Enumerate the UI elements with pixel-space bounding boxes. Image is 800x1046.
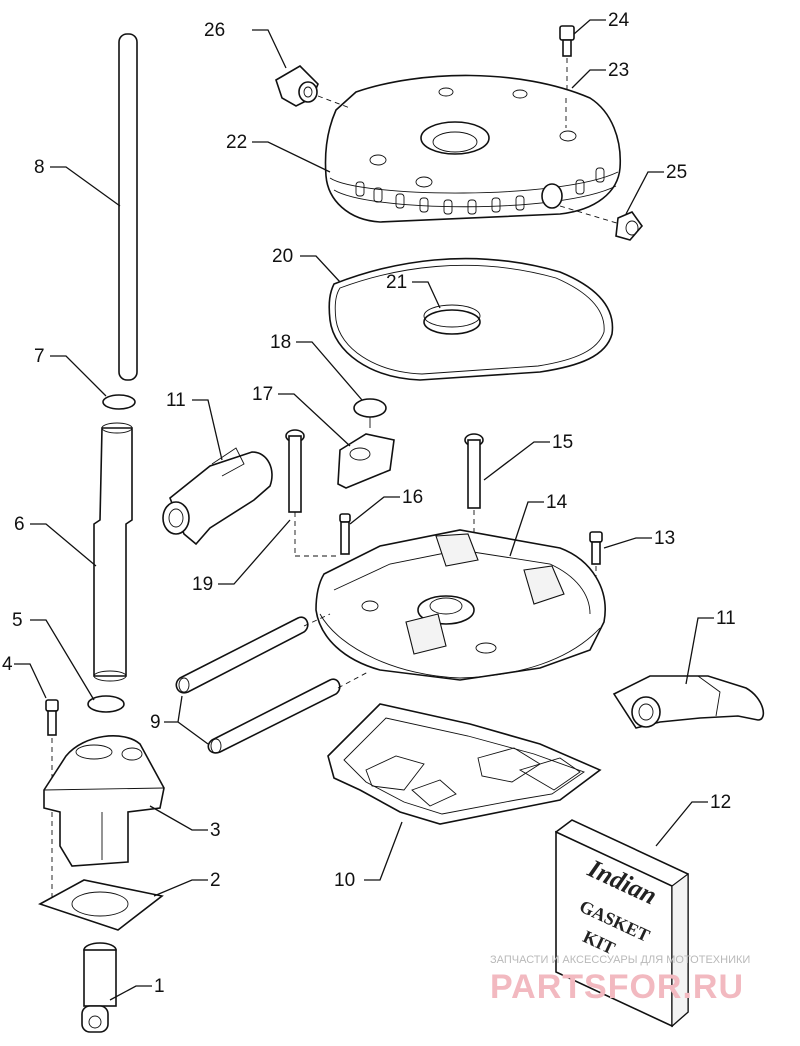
part-22-cover — [324, 74, 622, 223]
callout-16: 16 — [402, 487, 423, 508]
callout-12: 12 — [710, 792, 731, 813]
callout-22: 22 — [226, 132, 247, 153]
part-24-bolt — [559, 25, 575, 57]
part-21-o-ring — [423, 304, 481, 335]
callout-labels: 1 2 3 4 5 6 7 8 9 10 11 11 12 13 14 15 1… — [2, 10, 736, 997]
callout-3: 3 — [210, 820, 221, 841]
callout-18: 18 — [270, 332, 291, 353]
callout-25: 25 — [666, 162, 687, 183]
callout-24: 24 — [608, 10, 630, 31]
callout-26: 26 — [204, 20, 225, 41]
callout-5: 5 — [12, 610, 23, 631]
part-19-long-bolt — [285, 429, 305, 513]
callout-9: 9 — [150, 712, 161, 733]
callout-4: 4 — [2, 654, 13, 675]
callout-6: 6 — [14, 514, 25, 535]
callout-15: 15 — [552, 432, 573, 453]
part-26-elbow-fitting — [275, 64, 319, 107]
part-17-rocker-support — [337, 433, 395, 489]
watermark-site: PARTSFOR.RU — [490, 968, 744, 1006]
part-11-rocker-arm-right — [612, 675, 765, 729]
leader-lines — [14, 19, 714, 1001]
watermark-tagline: ЗАПЧАСТИ И АКСЕССУАРЫ ДЛЯ МОТОТЕХНИКИ — [490, 954, 750, 966]
callout-2: 2 — [210, 870, 221, 891]
part-11-rocker-arm-left — [162, 447, 273, 546]
callout-23: 23 — [608, 60, 629, 81]
callout-19: 19 — [192, 574, 213, 595]
watermark: ЗАПЧАСТИ И АКСЕССУАРЫ ДЛЯ МОТОТЕХНИКИ PA… — [490, 954, 750, 1006]
part-2-tappet-gasket — [38, 879, 164, 931]
part-9-rocker-shafts — [175, 616, 341, 754]
part-14-rocker-box — [315, 529, 606, 681]
callout-11-left: 11 — [166, 390, 186, 411]
part-6-pushrod-tube — [93, 422, 133, 682]
part-13-bolt — [589, 531, 603, 565]
part-8-pushrod — [118, 33, 138, 381]
callout-8: 8 — [34, 157, 45, 178]
callout-21: 21 — [386, 272, 407, 293]
callout-1: 1 — [154, 976, 165, 997]
callout-10: 10 — [334, 870, 355, 891]
part-4-bolt — [45, 699, 59, 736]
part-7-o-ring — [102, 394, 136, 410]
callout-7: 7 — [34, 346, 45, 367]
part-5-o-ring — [87, 695, 125, 713]
part-15-bolt — [464, 433, 484, 509]
part-18-cap — [353, 398, 387, 428]
part-10-base-gasket — [327, 703, 602, 825]
callout-17: 17 — [252, 384, 273, 405]
part-25-plug — [615, 211, 644, 241]
part-12-gasket-kit-box — [554, 819, 689, 1028]
callout-20: 20 — [272, 246, 293, 267]
callout-14: 14 — [546, 492, 568, 513]
part-3-tappet-block — [43, 735, 165, 867]
callout-11-right: 11 — [716, 608, 736, 629]
part-16-short-bolt — [339, 513, 351, 555]
callout-13: 13 — [654, 528, 675, 549]
part-1-lifter — [81, 942, 117, 1033]
